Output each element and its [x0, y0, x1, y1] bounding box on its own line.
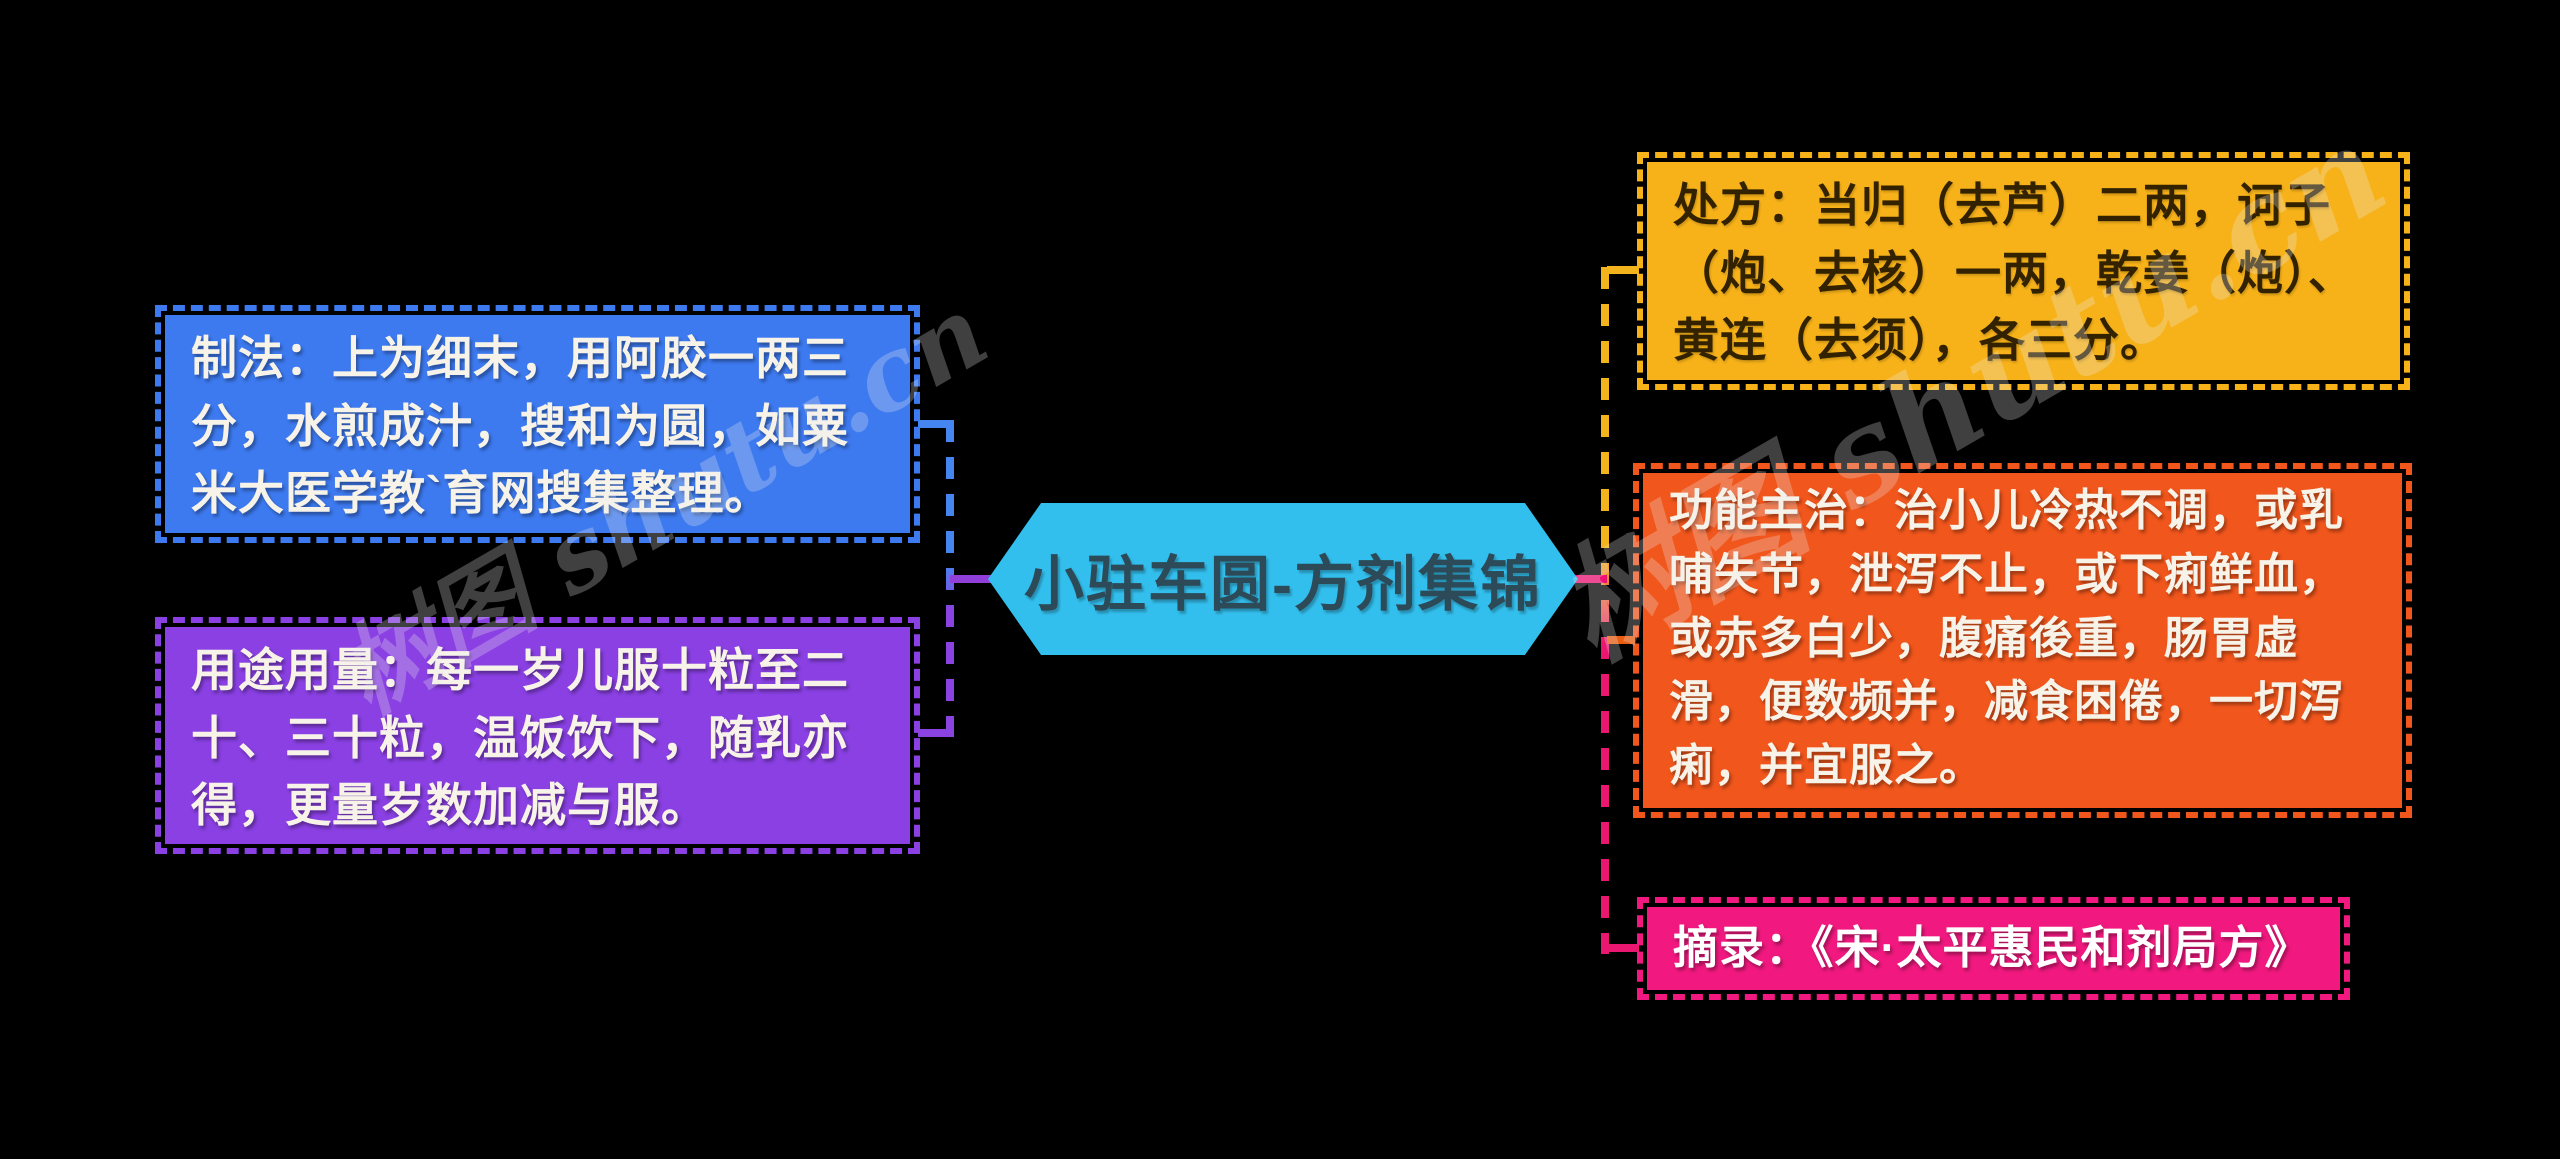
connector-stub-chufang	[1607, 266, 1639, 274]
branch-node-yongtu-text: 用途用量：每一岁儿服十粒至二十、三十粒，温饭饮下，随乳亦得，更量岁数加减与服。	[165, 627, 910, 844]
branch-node-zhailu-text: 摘录：《宋·太平惠民和剂局方》	[1647, 907, 2340, 990]
connector-stub-zhailu	[1607, 944, 1639, 952]
connector-stub-gongneng	[1607, 636, 1635, 644]
right-branch-dashed-line	[1601, 267, 1609, 954]
center-right-connector	[1570, 575, 1607, 583]
center-left-connector	[950, 575, 992, 583]
branch-node-zhailu[interactable]: 摘录：《宋·太平惠民和剂局方》	[1637, 897, 2350, 1000]
branch-node-chufang-text: 处方：当归（去芦）二两，诃子（炮、去核）一两，乾姜（炮）、黄连（去须），各三分。	[1647, 162, 2400, 380]
branch-node-chufang[interactable]: 处方：当归（去芦）二两，诃子（炮、去核）一两，乾姜（炮）、黄连（去须），各三分。	[1637, 152, 2410, 390]
branch-node-gongneng-text: 功能主治：治小儿冷热不调，或乳哺失节，泄泻不止，或下痢鲜血，或赤多白少，腹痛後重…	[1643, 473, 2402, 808]
connector-stub-zhifa	[918, 420, 948, 428]
branch-node-gongneng[interactable]: 功能主治：治小儿冷热不调，或乳哺失节，泄泻不止，或下痢鲜血，或赤多白少，腹痛後重…	[1633, 463, 2412, 818]
connector-stub-yongtu	[918, 729, 948, 737]
central-topic-node[interactable]: 小驻车圆-方剂集锦	[988, 503, 1578, 655]
central-topic-label: 小驻车圆-方剂集锦	[1024, 550, 1542, 618]
branch-node-zhifa-text: 制法：上为细末，用阿胶一两三分，水煎成汁，搜和为圆，如粟米大医学教`育网搜集整理…	[165, 315, 910, 533]
branch-node-yongtu[interactable]: 用途用量：每一岁儿服十粒至二十、三十粒，温饭饮下，随乳亦得，更量岁数加减与服。	[155, 617, 920, 854]
branch-node-zhifa[interactable]: 制法：上为细末，用阿胶一两三分，水煎成汁，搜和为圆，如粟米大医学教`育网搜集整理…	[155, 305, 920, 543]
